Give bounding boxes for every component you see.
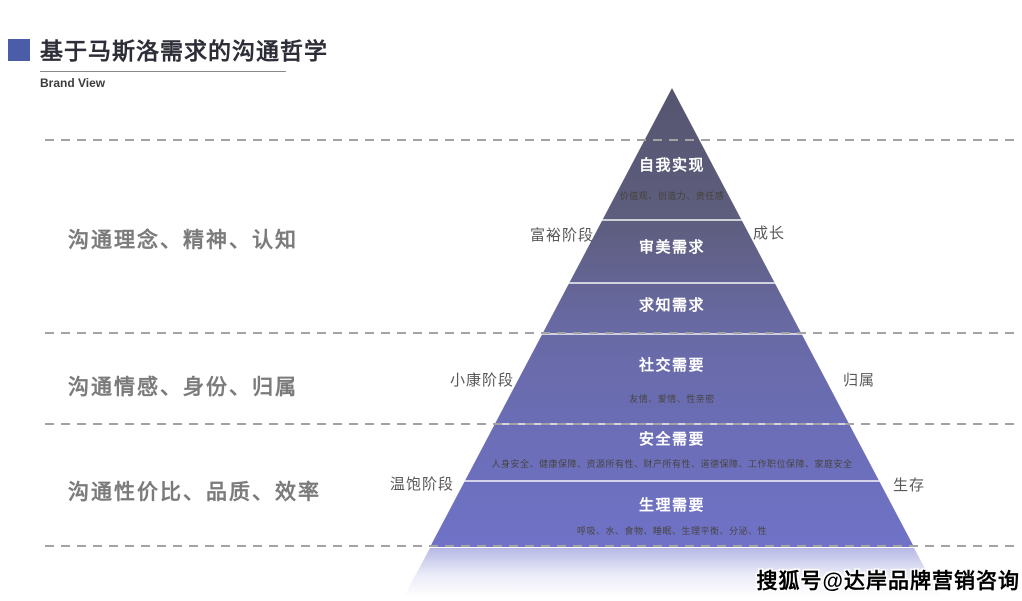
level-separator — [430, 219, 914, 221]
level-knowledge-needs: 求知需求 — [638, 297, 705, 314]
level-aesthetic-needs: 审美需求 — [638, 239, 705, 256]
right-label-growth: 成长 — [753, 225, 786, 242]
stage-label-affluent: 富裕阶段 — [530, 227, 595, 244]
title-bullet-icon — [8, 39, 30, 61]
pyramid-reflection — [402, 548, 942, 600]
level-separator — [430, 282, 914, 284]
level-physiological-needs-detail: 呼吸、水、食物、睡眠、生理平衡、分泌、性 — [576, 526, 767, 536]
level-safety-needs: 安全需要 — [638, 431, 705, 448]
level-physiological-needs: 生理需要 — [638, 497, 705, 514]
dashed-divider-2 — [45, 332, 1014, 334]
level-self-actualization-detail: 价值观、创造力、责任感 — [619, 191, 725, 201]
page-subtitle: Brand View — [40, 76, 106, 90]
stage-label-subsistence: 温饱阶段 — [390, 476, 455, 493]
stage-label-well-off: 小康阶段 — [450, 372, 515, 389]
level-safety-needs-detail: 人身安全、健康保障、资源所有性、财产所有性、道德保障、工作职位保障、家庭安全 — [491, 459, 853, 469]
dashed-divider-4 — [45, 545, 1014, 547]
watermark: 搜狐号@达岸品牌营销咨询 — [756, 570, 1020, 593]
level-social-needs: 社交需要 — [638, 357, 705, 374]
dashed-divider-3 — [45, 423, 1014, 425]
dashed-divider-1 — [45, 139, 1014, 141]
right-label-survival: 生存 — [893, 477, 926, 494]
right-label-belonging: 归属 — [843, 372, 876, 389]
level-separator — [430, 480, 914, 482]
left-label-concept: 沟通理念、精神、认知 — [68, 229, 298, 252]
level-social-needs-detail: 友情、爱情、性亲密 — [629, 394, 715, 404]
left-label-value: 沟通性价比、品质、效率 — [68, 481, 321, 504]
title-underline — [40, 71, 286, 72]
maslow-pyramid: 自我实现 价值观、创造力、责任感 审美需求 求知需求 社交需要 友情、爱情、性亲… — [430, 88, 914, 547]
page-title: 基于马斯洛需求的沟通哲学 — [40, 38, 328, 64]
level-self-actualization: 自我实现 — [638, 157, 705, 174]
left-label-emotion: 沟通情感、身份、归属 — [68, 376, 298, 399]
